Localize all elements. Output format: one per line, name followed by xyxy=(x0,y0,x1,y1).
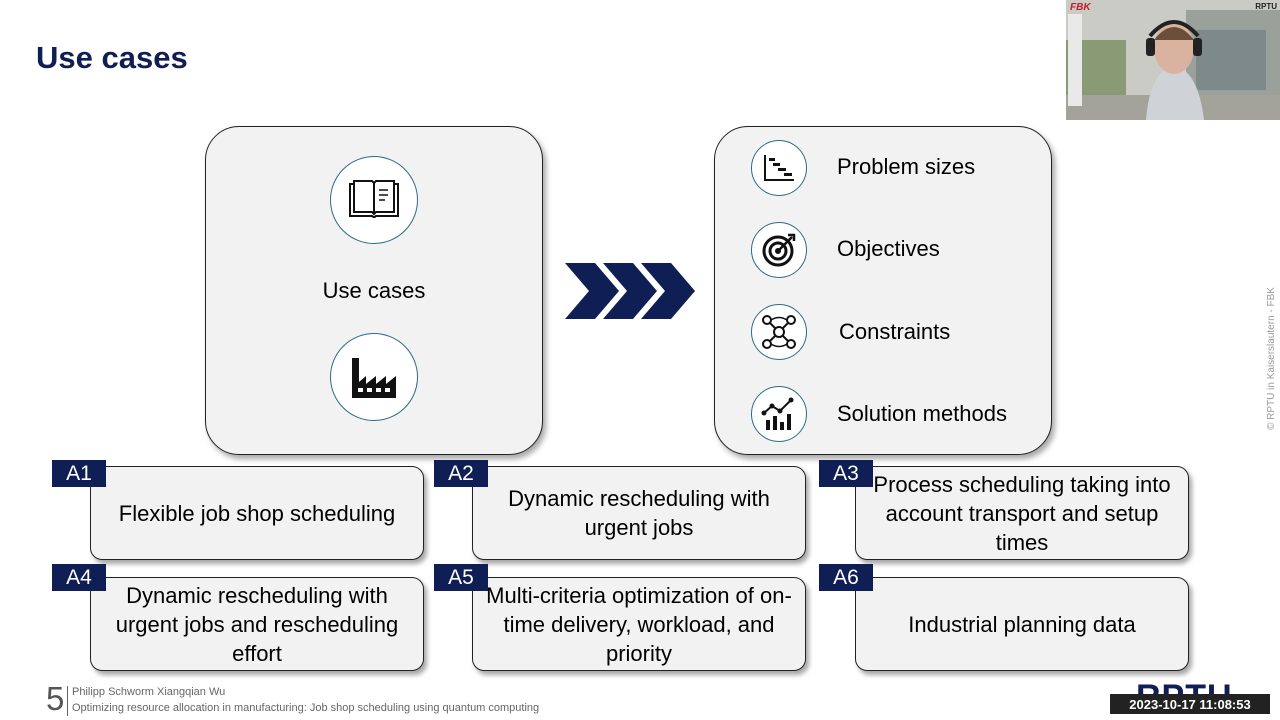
solution-methods-label: Solution methods xyxy=(837,401,1007,426)
use-case-card-a2: Dynamic rescheduling with urgent jobs xyxy=(472,466,806,560)
footer-subtitle: Optimizing resource allocation in manufa… xyxy=(72,702,540,714)
target-icon xyxy=(751,222,807,278)
card-tag-a3: A3 xyxy=(819,460,873,487)
footer-divider xyxy=(67,686,68,716)
card-tag-a5: A5 xyxy=(434,564,488,591)
slide-title: Use cases xyxy=(36,40,188,75)
gantt-chart-icon xyxy=(751,140,807,196)
card-tag-a1: A1 xyxy=(52,460,106,487)
analytics-icon xyxy=(751,386,807,442)
card-text: Industrial planning data xyxy=(908,611,1136,637)
factory-icon xyxy=(330,333,418,421)
card-text: Dynamic rescheduling with urgent jobs an… xyxy=(115,582,399,666)
card-tag-a6: A6 xyxy=(819,564,873,591)
chevron-arrows-icon xyxy=(565,263,695,319)
copyright-text: © RPTU in Kaiserslautern - FBK xyxy=(1266,287,1277,430)
aspects-box: Problem sizes Objectives Constraints xyxy=(714,126,1052,455)
video-rptu-logo: RPTU xyxy=(1255,2,1277,11)
card-tag-a4: A4 xyxy=(52,564,106,591)
network-icon xyxy=(751,304,807,360)
constraints-label: Constraints xyxy=(839,319,951,344)
problem-sizes-label: Problem sizes xyxy=(837,154,976,179)
use-cases-box: Use cases xyxy=(205,126,543,455)
use-case-card-a3: Process scheduling taking into account t… xyxy=(855,466,1189,560)
page-number: 5 xyxy=(46,680,65,717)
book-icon xyxy=(330,156,418,244)
objectives-label: Objectives xyxy=(837,236,940,261)
card-text: Flexible job shop scheduling xyxy=(118,500,396,526)
card-text: Dynamic rescheduling with urgent jobs xyxy=(508,486,770,540)
fbk-logo: FBK xyxy=(1070,2,1091,13)
use-case-card-a6: Industrial planning data xyxy=(855,577,1189,671)
use-cases-label: Use cases xyxy=(322,278,426,303)
webcam-video: FBK RPTU xyxy=(1066,0,1280,120)
use-case-card-a4: Dynamic rescheduling with urgent jobs an… xyxy=(90,577,424,671)
card-text: Process scheduling taking into account t… xyxy=(873,471,1171,555)
use-case-card-a5: Multi-criteria optimization of on-time d… xyxy=(472,577,806,671)
card-text: Multi-criteria optimization of on-time d… xyxy=(486,582,792,666)
use-case-card-a1: Flexible job shop scheduling xyxy=(90,466,424,560)
footer-authors: Philipp Schworm Xiangqian Wu xyxy=(72,686,226,698)
card-tag-a2: A2 xyxy=(434,460,488,487)
webcam-background xyxy=(1066,0,1280,120)
timestamp-overlay: 2023-10-17 11:08:53 xyxy=(1110,694,1270,714)
